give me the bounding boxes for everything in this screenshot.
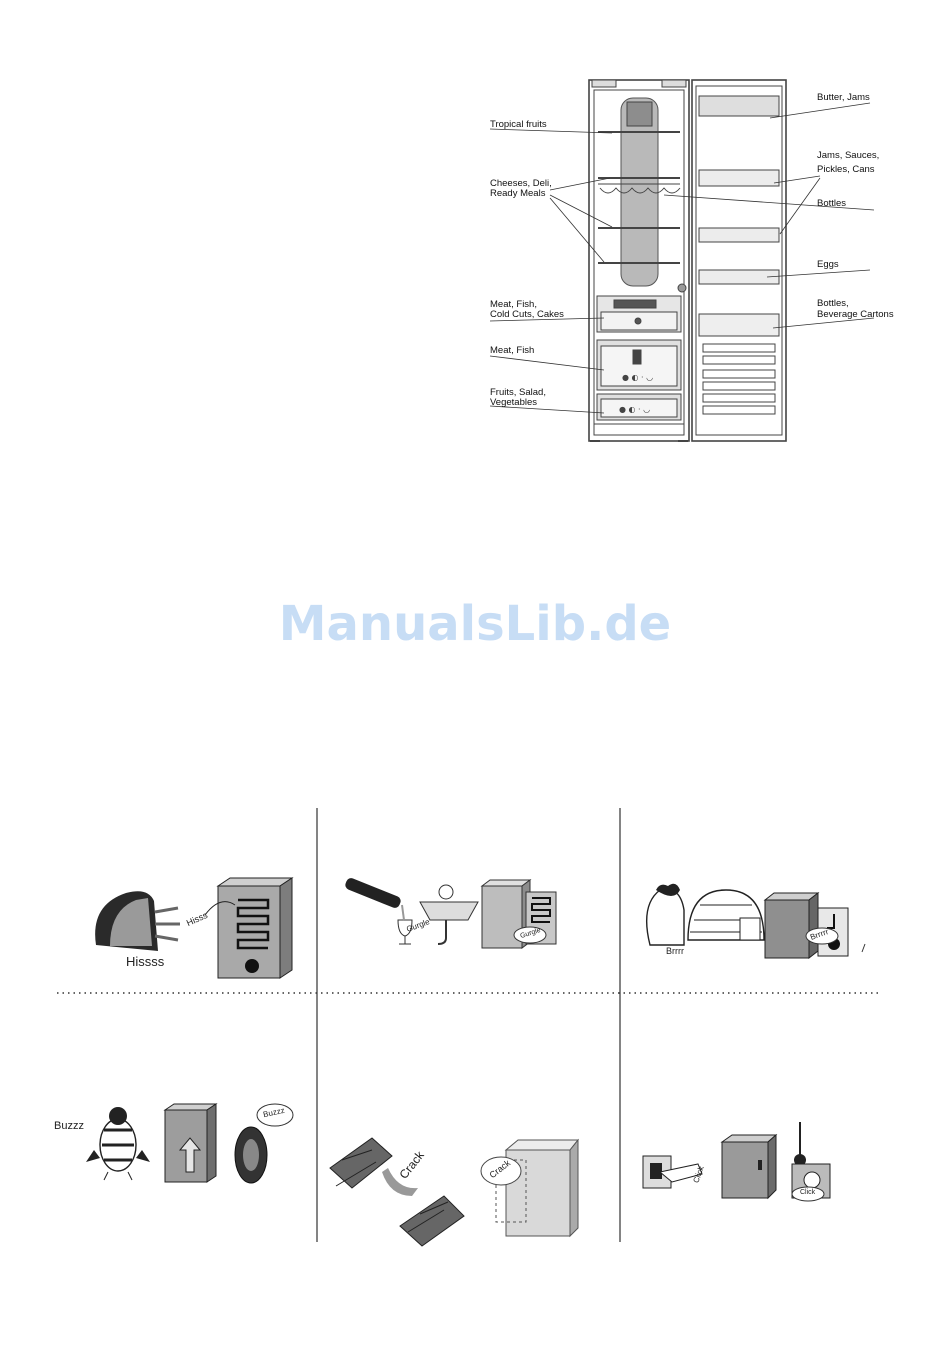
caption-click-timer: Click — [800, 1189, 815, 1196]
caption-hissss: Hissss — [126, 954, 164, 969]
cell-buzz — [86, 1104, 293, 1183]
caption-buzzz-bee: Buzzz — [54, 1120, 84, 1132]
cell-hiss — [95, 878, 292, 978]
caption-brrr-man: Brrrr — [666, 946, 684, 956]
cell-crack — [330, 1138, 578, 1246]
